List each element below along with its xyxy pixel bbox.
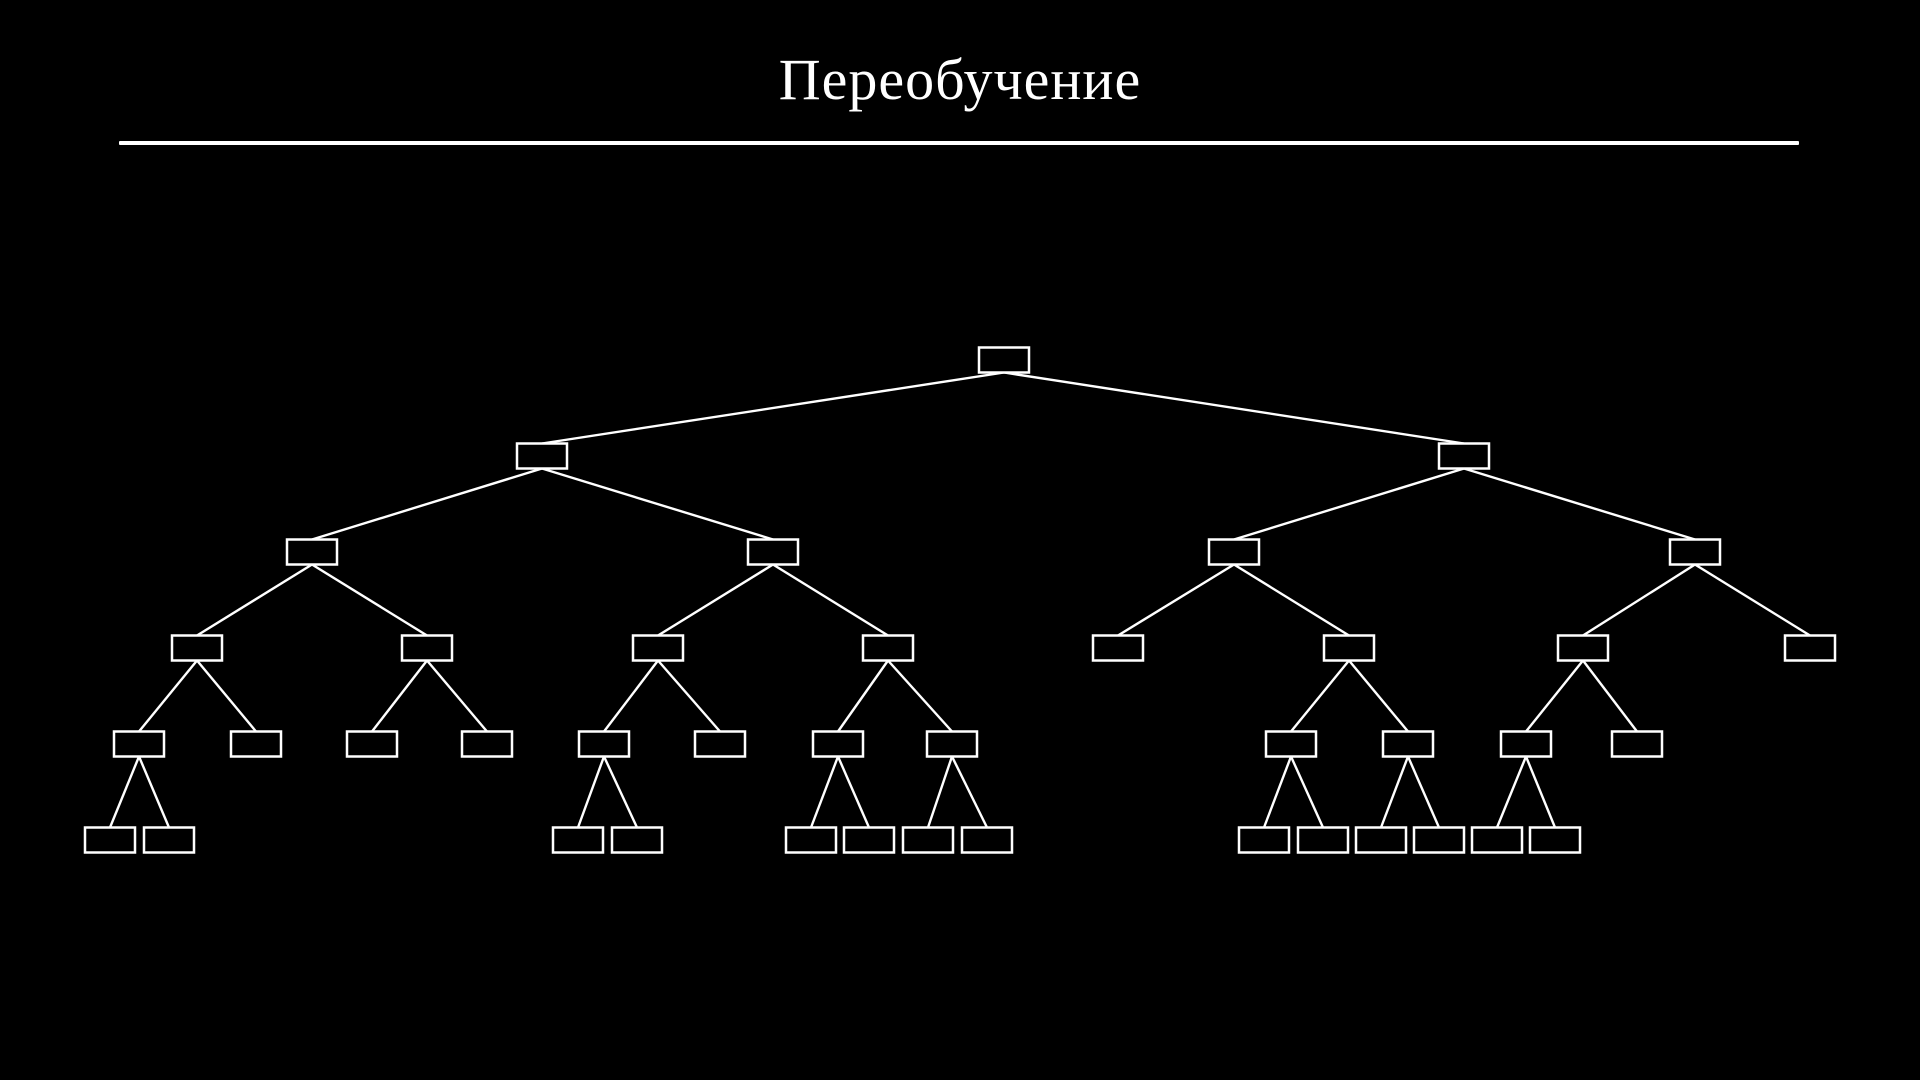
- tree-edge: [603, 659, 659, 733]
- tree-node: [746, 538, 800, 566]
- tree-node: [1381, 730, 1435, 758]
- tree-edge: [1233, 563, 1350, 637]
- tree-edge: [809, 756, 840, 828]
- title-underline: [119, 141, 1799, 145]
- tree-node: [1528, 826, 1582, 854]
- tree-node: [1264, 730, 1318, 758]
- tree-node: [142, 826, 196, 854]
- tree-edge: [836, 756, 871, 828]
- tree-node: [1296, 826, 1350, 854]
- tree-node: [551, 826, 605, 854]
- tree-edge: [772, 563, 889, 637]
- tree-node: [83, 826, 137, 854]
- tree-edge: [137, 756, 171, 828]
- tree-edge: [1289, 756, 1325, 828]
- tree-edge: [1525, 659, 1584, 733]
- tree-node: [1783, 634, 1837, 662]
- tree-node: [1499, 730, 1553, 758]
- tree-node: [811, 730, 865, 758]
- tree-node: [229, 730, 283, 758]
- tree-node: [901, 826, 955, 854]
- tree-edge: [196, 563, 313, 637]
- tree-node: [610, 826, 664, 854]
- tree-node: [1437, 442, 1491, 470]
- tree-node: [1556, 634, 1610, 662]
- tree-node: [515, 442, 569, 470]
- tree-edge: [1524, 756, 1557, 828]
- tree-edge: [657, 563, 774, 637]
- tree-node: [1470, 826, 1524, 854]
- tree-edge: [138, 659, 198, 733]
- tree-edge: [311, 563, 428, 637]
- tree-node: [1668, 538, 1722, 566]
- page-title: Переобучение: [778, 47, 1142, 112]
- tree-edge: [1694, 563, 1811, 637]
- tree-node: [400, 634, 454, 662]
- tree-node: [1237, 826, 1291, 854]
- tree-edge: [950, 755, 989, 829]
- tree-edge: [311, 467, 543, 541]
- tree-edge: [108, 756, 141, 828]
- tree-node: [1322, 634, 1376, 662]
- tree-edge: [196, 659, 257, 733]
- tree-node: [112, 730, 166, 758]
- tree-edge: [1117, 563, 1235, 637]
- tree-node: [960, 826, 1014, 854]
- tree-node: [1207, 538, 1261, 566]
- tree-edge: [426, 659, 488, 733]
- tree-node: [1091, 634, 1145, 662]
- tree-node: [861, 634, 915, 662]
- tree-node: [631, 634, 685, 662]
- tree-node: [1354, 826, 1408, 854]
- tree-edge: [541, 371, 1005, 445]
- tree-node: [693, 730, 747, 758]
- tree-edge: [1495, 756, 1528, 828]
- tree-edge: [1406, 756, 1441, 828]
- tree-edge: [657, 659, 721, 733]
- tree-node: [285, 538, 339, 566]
- tree-node: [577, 730, 631, 758]
- tree-node: [842, 826, 896, 854]
- tree-edge: [926, 756, 954, 828]
- tree-edge: [576, 756, 606, 828]
- tree-edge: [1233, 467, 1465, 541]
- tree-node: [1610, 730, 1664, 758]
- tree-edge: [1463, 467, 1696, 541]
- tree-edge: [541, 467, 774, 541]
- tree-edge: [1290, 659, 1350, 733]
- tree-edge: [1003, 371, 1465, 445]
- tree-edge: [1379, 756, 1410, 828]
- tree-node: [784, 826, 838, 854]
- tree-edge: [837, 659, 889, 733]
- tree-edge: [371, 659, 428, 733]
- tree-edge: [1582, 563, 1696, 637]
- tree-edge: [1582, 659, 1638, 733]
- tree-node: [345, 730, 399, 758]
- tree-node: [460, 730, 514, 758]
- tree-edge: [1348, 659, 1409, 733]
- tree-edge: [602, 755, 639, 829]
- tree-node: [1412, 826, 1466, 854]
- tree-edge: [1262, 756, 1293, 828]
- tree-node: [977, 346, 1031, 374]
- tree-edge: [887, 659, 953, 733]
- tree-node: [170, 634, 224, 662]
- tree-node: [925, 730, 979, 758]
